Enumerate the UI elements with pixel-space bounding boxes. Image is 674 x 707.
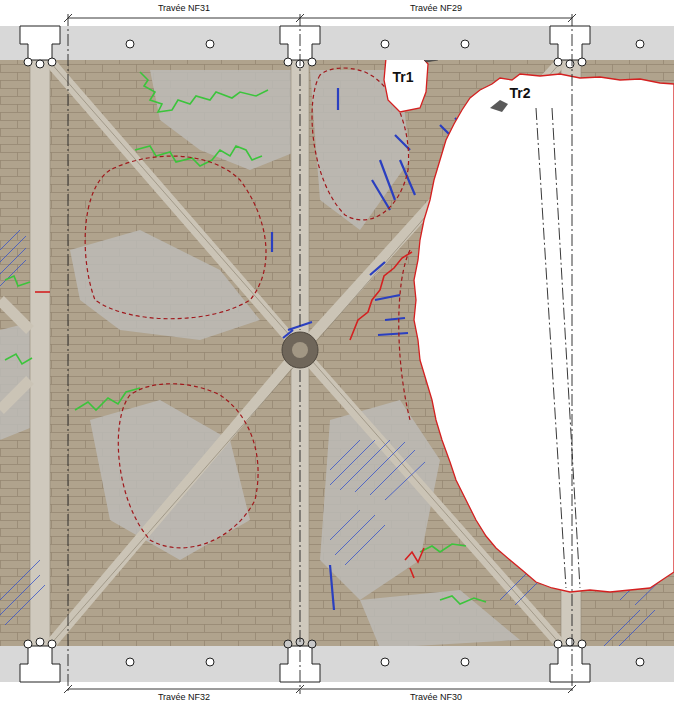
- bay-label: Travée NF32: [156, 693, 212, 703]
- bay-label: Travée NF30: [408, 693, 464, 703]
- breach-label: Tr2: [507, 86, 532, 101]
- bay-label: Travée NF31: [156, 4, 212, 14]
- bay-label: Travée NF29: [408, 4, 464, 14]
- breach-outline: [414, 74, 674, 592]
- breach-label: Tr1: [390, 70, 415, 85]
